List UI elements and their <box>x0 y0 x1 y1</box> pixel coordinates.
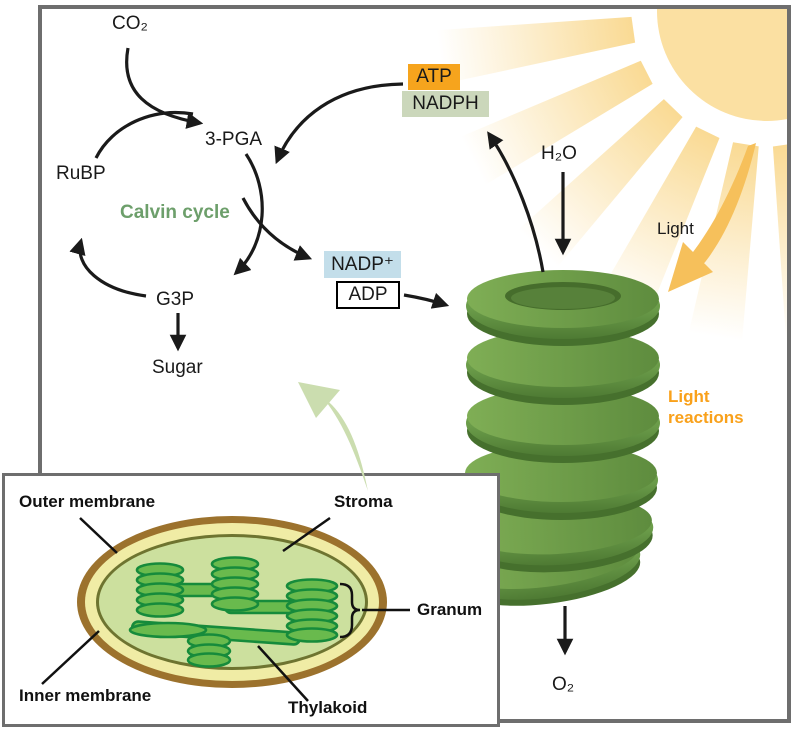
3pga-label: 3-PGA <box>205 129 263 150</box>
adp-badge: ADP <box>336 281 400 309</box>
light-label: Light <box>657 219 694 238</box>
co2-label: CO₂ <box>112 13 148 34</box>
granum-bracket <box>339 582 361 639</box>
atp-badge: ATP <box>408 64 460 90</box>
inner-membrane-label: Inner membrane <box>19 686 152 705</box>
granum-stack-bottom <box>186 633 232 668</box>
nadph-badge: NADPH <box>402 91 489 117</box>
arc-g3p-to-rubp <box>69 237 147 298</box>
granum-stack-middle <box>210 556 260 612</box>
chloroplast-inset-panel: Outer membrane Stroma Granum Thylakoid I… <box>2 473 500 727</box>
thylakoid-line <box>257 645 309 702</box>
granum-stack-left <box>135 562 185 618</box>
light-reactions-label: Light reactions <box>668 387 744 428</box>
arc-rubp-to-3pga <box>94 111 194 159</box>
single-thylakoid <box>128 621 208 639</box>
arc-3pga-to-g3p <box>233 153 264 276</box>
thylakoid-label: Thylakoid <box>288 698 368 717</box>
thylakoid-grana <box>128 556 339 668</box>
chloroplast-illustration <box>41 516 410 702</box>
arrow-cycle-to-nadp <box>241 197 313 261</box>
sugar-label: Sugar <box>152 357 203 378</box>
sun-icon <box>436 9 787 342</box>
granum-label: Granum <box>417 600 483 619</box>
stroma-label: Stroma <box>334 492 393 511</box>
granum-stack-right <box>285 578 339 643</box>
arrow-adp-to-stack <box>403 292 450 309</box>
arrow-co2-to-3pga <box>125 47 204 129</box>
arrow-atp-to-cycle <box>274 82 404 165</box>
nadp-badge: NADP⁺ <box>324 251 401 278</box>
light-arrow-icon <box>668 143 756 292</box>
arrow-stack-to-nadph <box>487 131 545 273</box>
sun-rays-icon <box>436 16 787 342</box>
calvin-cycle-label: Calvin cycle <box>120 202 230 223</box>
o2-label: O₂ <box>552 674 575 695</box>
h2o-label: H₂O <box>541 143 577 164</box>
outer-membrane-label: Outer membrane <box>19 492 156 511</box>
rubp-label: RuBP <box>56 163 106 184</box>
process-arrows <box>69 47 574 656</box>
inset-callout-lines <box>41 516 410 702</box>
inner-membrane-line <box>41 630 100 685</box>
stroma-line <box>282 516 331 553</box>
g3p-label: G3P <box>156 289 195 310</box>
outer-membrane-line <box>79 517 118 554</box>
